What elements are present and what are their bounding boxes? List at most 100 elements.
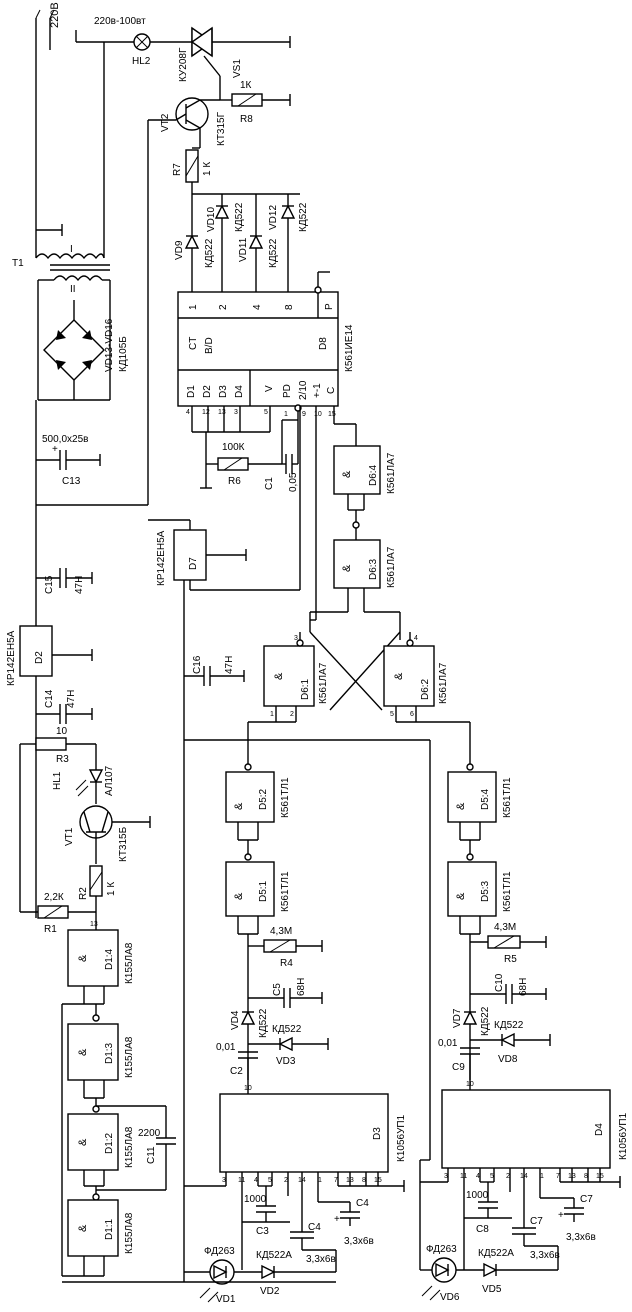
c11-ref: C10 [494,973,505,992]
nand-d1-3: & D1:3 К155ЛА8 [67,1023,135,1113]
c7-ref: C7 [580,1194,593,1205]
svg-text:1: 1 [540,1173,544,1180]
svg-text:2: 2 [284,1177,288,1184]
d1-3-type: К155ЛА8 [124,1036,135,1078]
d8-in-d4: D4 [234,385,245,398]
c4-value: 3,3х6в [344,1236,374,1247]
c10-value: 0,01 [438,1038,458,1049]
svg-text:15: 15 [328,411,336,418]
svg-text:&: & [455,892,467,900]
vd3-ref: VD3 [276,1056,296,1067]
svg-text:7: 7 [334,1177,338,1184]
resistor-r4: 4,3М R4 [248,926,323,969]
c6-value: 68Н [296,978,307,996]
c2-value: 1000 [244,1194,267,1205]
svg-text:1: 1 [270,711,274,718]
vd12-type: КД522 [298,202,309,232]
c6-ref: C5 [272,983,283,996]
r1-value: 2,2К [44,892,64,903]
lamp-hl2: 220в-100вт HL2 [75,16,192,67]
c13-value: 500,0х25в [42,434,88,445]
capacitor-c5: 0,01 C2 [216,1042,258,1077]
c8-value: 3,3х6в [530,1250,560,1261]
d2-ref: D2 [34,651,45,664]
d8-out-p: P [324,303,335,310]
capacitor-c14: C14 47Н [36,689,93,724]
vd7-ref: VD7 [452,1008,463,1028]
svg-text:&: & [77,1048,89,1056]
d1-1-type: К155ЛА8 [124,1212,135,1254]
diode-vd8: КД522 VD8 [470,1020,551,1065]
vt1-type: КТ315Б [118,826,129,862]
svg-text:4: 4 [476,1173,480,1180]
svg-text:5: 5 [264,409,268,416]
svg-text:+: + [52,444,58,455]
svg-text:&: & [77,954,89,962]
d8-in-d1: D1 [186,385,197,398]
capacitor-c11: C10 68Н [470,973,547,1004]
d3-type: К1056УП1 [396,1114,407,1162]
triac-type: КУ208Г [178,47,189,82]
preamp-d4: D4 К1056УП1 10 3 11 4 5 2 14 1 7 13 8 15 [419,1054,629,1270]
d8-in-d2: D2 [202,385,213,398]
d6-4-type: К561ЛА7 [386,452,397,494]
rs-latch: & & D6:1 К561ЛА7 D6:2 К561ЛА7 3 4 1 2 5 … [248,611,470,723]
svg-text:4: 4 [414,635,418,642]
schmitt-d5-3: & D5:3 К561ТЛ1 [447,861,513,1080]
svg-text:13: 13 [218,409,226,416]
r5-ref: R5 [504,954,517,965]
c14-value: 47Н [66,690,77,708]
schmitt-d5-4: & D5:4 К561ТЛ1 [447,771,513,861]
mains-input: 220В [35,2,63,236]
capacitor-c4: + C4 3,3х6в [334,1198,374,1247]
c10-ref: C9 [452,1062,465,1073]
c11-value: 68Н [518,978,529,996]
svg-text:13: 13 [90,921,98,928]
resistor-r6: 100К R6 [206,411,299,487]
c16-value: 47Н [224,656,235,674]
vt2-ref: VT2 [160,113,171,132]
counter-d8: 1 2 4 8 P CT B/D D8 К561ИЕ14 D1 D2 D3 D4… [177,271,355,489]
svg-text:&: & [393,672,405,680]
svg-text:8: 8 [362,1177,366,1184]
c15-ref: C15 [44,575,55,594]
diode-vd2: КД522А VD2 [256,1249,337,1297]
vd7-type: КД522 [480,1006,491,1036]
c2-ref: C3 [256,1226,269,1237]
d2-type: КР142ЕН5А [6,630,17,686]
r3-ref: R3 [56,754,69,765]
transistor-vt1: VT1 КТ315Б [64,805,151,864]
resistor-r1: 2,2К R1 [19,744,96,935]
c9-value: 1000 [466,1190,489,1201]
c8-ref: C7 [530,1216,543,1227]
svg-text:4: 4 [186,409,190,416]
r7-value: 1 К [202,162,213,176]
svg-text:2: 2 [290,711,294,718]
vd8-ref: VD8 [498,1054,518,1065]
r7-ref: R7 [172,163,183,176]
d5-4-type: К561ТЛ1 [502,777,513,818]
regulator-d2: D2 КР142ЕН5А [6,625,93,686]
capacitor-c16: C16 47Н [184,655,245,686]
r4-value: 4,3М [270,926,292,937]
vd3-type: КД522 [272,1024,302,1035]
d8-c: C [326,387,337,394]
svg-text:10: 10 [466,1081,474,1088]
c9-ref: C8 [476,1224,489,1235]
svg-text:&: & [455,802,467,810]
capacitor-c6: C5 68Н [248,978,323,1008]
transformer-t1: T1 I II [12,230,110,295]
vd8-type: КД522 [494,1020,524,1031]
transformer-primary: I [70,244,73,255]
photodiode-vd6: ФД263 VD6 [420,1244,484,1303]
d5-3-type: К561ТЛ1 [502,871,513,912]
vd6-ref: VD6 [440,1292,460,1303]
d5-3-ref: D5:3 [480,880,491,902]
c13-ref: C13 [62,476,81,487]
lamp-rating: 220в-100вт [94,16,146,27]
d4-ref: D4 [594,1123,605,1136]
d6-3-type: К561ЛА7 [386,546,397,588]
d1-1-ref: D1:1 [104,1218,115,1240]
hl1-type: АЛ107 [104,765,115,796]
svg-text:10: 10 [244,1085,252,1092]
